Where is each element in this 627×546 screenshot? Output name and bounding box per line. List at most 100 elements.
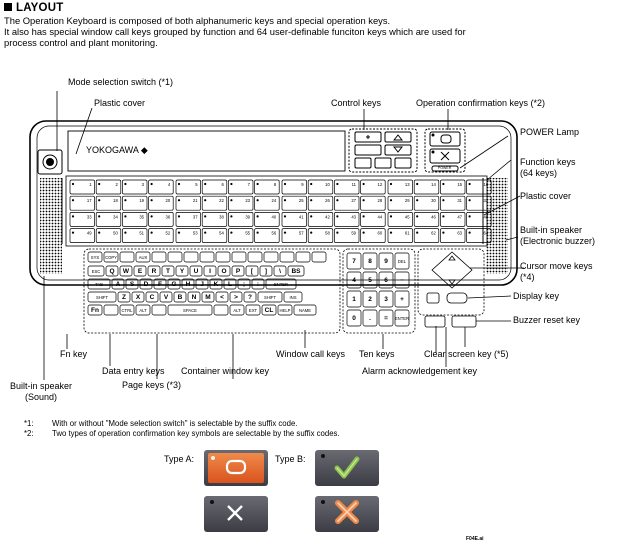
data-entry-key[interactable] <box>187 291 201 303</box>
function-key[interactable] <box>413 195 440 211</box>
name-key[interactable] <box>293 304 317 316</box>
ten-key[interactable] <box>346 309 362 327</box>
data-entry-key[interactable] <box>145 291 159 303</box>
function-key[interactable] <box>201 195 228 211</box>
ins-key[interactable] <box>283 291 303 303</box>
function-key[interactable] <box>228 228 254 243</box>
data-entry-key[interactable] <box>215 291 229 303</box>
function-key[interactable] <box>334 212 360 227</box>
function-key[interactable] <box>69 212 95 227</box>
ten-key[interactable] <box>346 271 362 289</box>
function-key[interactable] <box>122 228 148 243</box>
function-key[interactable] <box>440 179 466 195</box>
data-entry-key[interactable] <box>139 278 153 290</box>
data-entry-key[interactable] <box>273 265 287 277</box>
window-call-key[interactable] <box>311 251 327 263</box>
function-key[interactable] <box>360 179 386 195</box>
ten-key[interactable] <box>394 252 410 270</box>
function-key[interactable] <box>69 195 95 211</box>
data-entry-key[interactable] <box>117 291 131 303</box>
data-entry-key[interactable] <box>175 265 189 277</box>
data-entry-key[interactable] <box>147 265 161 277</box>
window-call-key[interactable] <box>215 251 231 263</box>
function-key[interactable] <box>254 228 280 243</box>
window-call-key[interactable] <box>263 251 279 263</box>
function-key[interactable] <box>95 195 122 211</box>
alt-key[interactable] <box>135 304 151 316</box>
function-key[interactable] <box>307 179 334 195</box>
shift-key[interactable] <box>257 291 283 303</box>
function-key[interactable] <box>95 179 122 195</box>
function-key[interactable] <box>360 212 386 227</box>
cl-key[interactable] <box>261 304 277 316</box>
ten-key[interactable] <box>362 309 378 327</box>
function-key[interactable] <box>175 195 201 211</box>
data-entry-key[interactable] <box>223 278 237 290</box>
window-call-key[interactable] <box>167 251 183 263</box>
data-entry-key[interactable] <box>195 278 209 290</box>
function-key[interactable] <box>466 228 492 243</box>
function-key[interactable] <box>148 212 174 227</box>
function-key[interactable] <box>387 179 413 195</box>
ten-key[interactable] <box>378 252 394 270</box>
copy-key[interactable] <box>103 251 119 263</box>
data-entry-key[interactable] <box>229 291 243 303</box>
function-key[interactable] <box>307 212 334 227</box>
ctrl-key[interactable] <box>119 304 135 316</box>
ten-key[interactable] <box>346 290 362 308</box>
space-key[interactable] <box>167 304 213 316</box>
window-call-key[interactable] <box>295 251 311 263</box>
data-entry-key[interactable] <box>153 278 167 290</box>
window-call-key[interactable] <box>231 251 247 263</box>
function-key[interactable] <box>201 212 228 227</box>
ten-key[interactable] <box>394 309 410 327</box>
ten-key[interactable] <box>378 309 394 327</box>
data-entry-key[interactable] <box>189 265 203 277</box>
function-key[interactable] <box>387 228 413 243</box>
ten-key[interactable] <box>362 271 378 289</box>
function-key[interactable] <box>228 179 254 195</box>
function-key[interactable] <box>334 228 360 243</box>
function-key[interactable] <box>122 195 148 211</box>
data-entry-key[interactable] <box>243 291 257 303</box>
data-entry-key[interactable] <box>209 278 223 290</box>
page-key[interactable] <box>103 304 119 316</box>
function-key[interactable] <box>281 212 307 227</box>
function-key[interactable] <box>334 179 360 195</box>
function-key[interactable] <box>281 195 307 211</box>
window-call-key[interactable] <box>279 251 295 263</box>
function-key[interactable] <box>69 228 95 243</box>
ten-key[interactable] <box>394 271 410 289</box>
ten-key[interactable] <box>378 271 394 289</box>
function-key[interactable] <box>69 179 95 195</box>
fn-key[interactable] <box>87 304 103 316</box>
function-key[interactable] <box>466 212 492 227</box>
function-key[interactable] <box>175 212 201 227</box>
function-key[interactable] <box>148 228 174 243</box>
data-entry-key[interactable] <box>119 265 133 277</box>
function-key[interactable] <box>466 179 492 195</box>
function-key[interactable] <box>466 195 492 211</box>
function-key[interactable] <box>254 195 280 211</box>
data-entry-key[interactable] <box>133 265 147 277</box>
ten-key[interactable] <box>362 252 378 270</box>
function-key[interactable] <box>360 228 386 243</box>
function-key[interactable] <box>122 179 148 195</box>
data-entry-key[interactable] <box>201 291 215 303</box>
function-key[interactable] <box>387 212 413 227</box>
data-entry-key[interactable] <box>161 265 175 277</box>
data-entry-key[interactable] <box>251 278 265 290</box>
data-entry-key[interactable] <box>125 278 139 290</box>
function-key[interactable] <box>307 228 334 243</box>
data-entry-key[interactable] <box>217 265 231 277</box>
ext-key[interactable] <box>245 304 261 316</box>
data-entry-key[interactable] <box>167 278 181 290</box>
alt-key[interactable] <box>229 304 245 316</box>
function-key[interactable] <box>228 212 254 227</box>
function-key[interactable] <box>360 195 386 211</box>
function-key[interactable] <box>122 212 148 227</box>
window-call-key[interactable] <box>151 251 167 263</box>
function-key[interactable] <box>175 179 201 195</box>
function-key[interactable] <box>440 195 466 211</box>
function-key[interactable] <box>95 228 122 243</box>
